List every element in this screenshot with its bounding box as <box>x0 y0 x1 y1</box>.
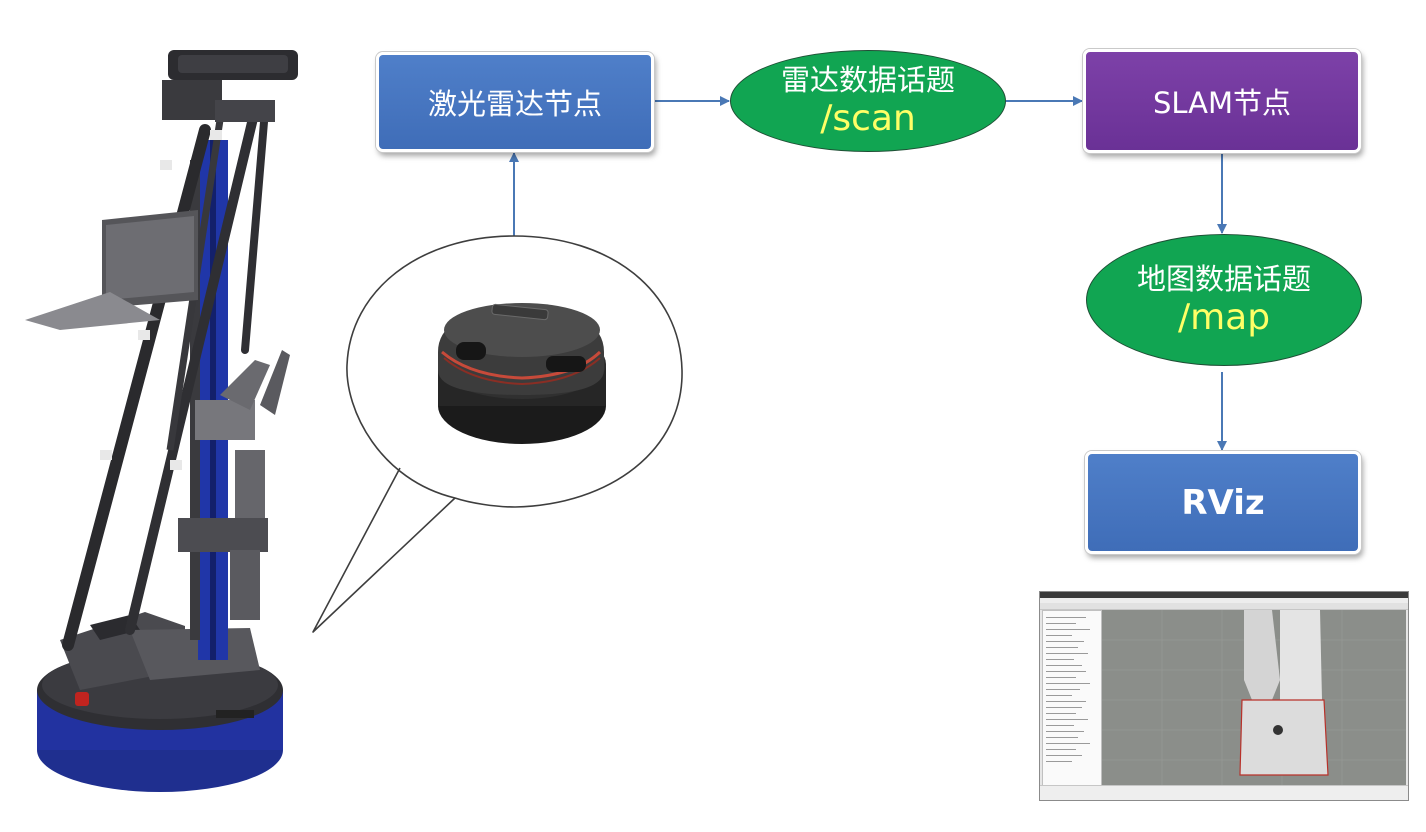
slam-node-label: SLAM节点 <box>1152 86 1292 120</box>
scan-topic-ellipse: 雷达数据话题 /scan <box>730 50 1006 152</box>
rviz-3d-view <box>1102 610 1406 786</box>
lidar-node-label: 激光雷达节点 <box>427 87 602 121</box>
lidar-node-box: 激光雷达节点 <box>376 52 654 152</box>
slam-node-box: SLAM节点 <box>1083 49 1361 153</box>
rviz-statusbar <box>1040 785 1408 800</box>
rviz-titlebar <box>1040 592 1408 598</box>
map-topic-title: 地图数据话题 <box>1136 262 1311 296</box>
scan-topic-name: /scan <box>820 98 916 139</box>
scan-topic-title: 雷达数据话题 <box>780 63 955 97</box>
rviz-node-label: RViz <box>1181 482 1265 523</box>
robot-image <box>25 50 298 792</box>
rviz-toolbar <box>1040 603 1408 610</box>
map-topic-ellipse: 地图数据话题 /map <box>1086 234 1362 366</box>
map-topic-name: /map <box>1177 297 1271 338</box>
rviz-menubar <box>1040 598 1408 603</box>
rviz-displays-panel <box>1042 610 1102 788</box>
rviz-node-box: RViz <box>1085 451 1361 554</box>
lidar-sensor-image <box>438 303 606 444</box>
rviz-screenshot <box>1039 591 1409 801</box>
